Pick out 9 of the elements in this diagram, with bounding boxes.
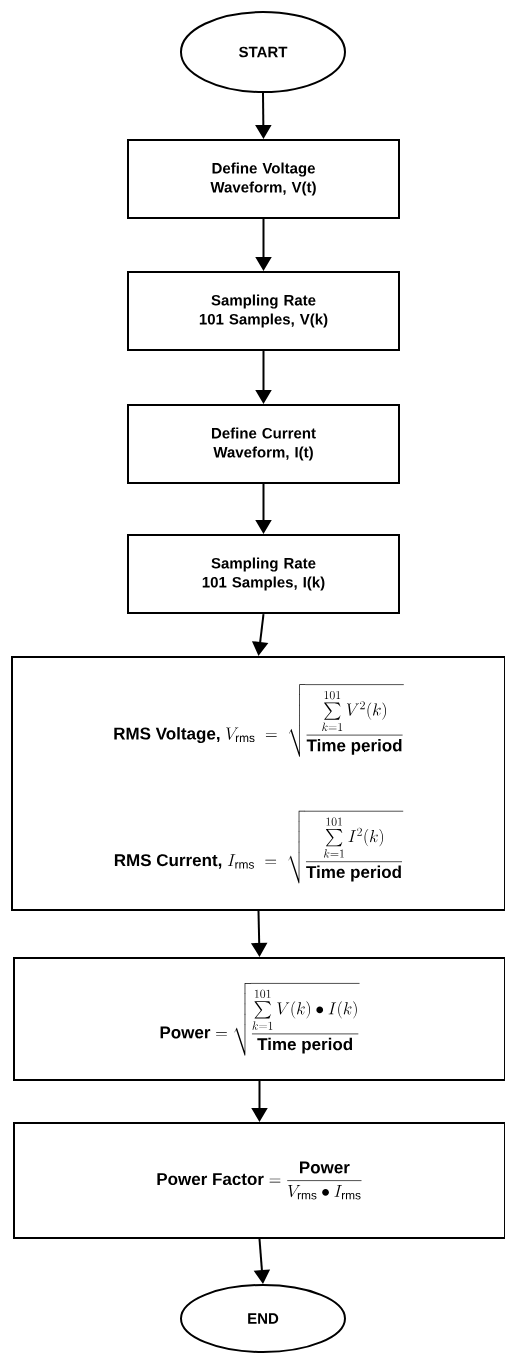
end-oval: END (180, 1284, 346, 1353)
process-box: Define Current Waveform, I(t) (127, 404, 400, 484)
process-box: Define Voltage Waveform, V(t) (127, 139, 400, 219)
formula-box: $\text{Power Factor} = \dfrac{\text{Power}}{V_{\mathrm{rms}}\bullet I_{\mathrm{rms}}}$ (13, 1122, 505, 1239)
process-box: Sampling Rate 101 Samples, I(k) (127, 534, 400, 614)
formula-box: $\text{Power} = \sqrt{\dfrac{\sum\limits_{k=1}^{101} V(k)\bullet I(k)}{\text{Time period}}}$ (13, 957, 505, 1081)
formula-box: $\text{RMS Voltage, } V_{\mathrm{rms}} \;=\; \sqrt{\dfrac{\sum\limits_{k=1}^{101} V^{2}(k)}{\text{Time period}}}$ $\text{RMS Current, } I_{\mathrm{rms}} \;=\; \sqrt{\dfrac{\sum\limits_{k=1}^{101} I^{2}(k)}{\text{Time period}}}$ (11, 656, 505, 911)
start-oval: START (180, 11, 346, 93)
process-box: Sampling Rate 101 Samples, V(k) (127, 271, 400, 351)
